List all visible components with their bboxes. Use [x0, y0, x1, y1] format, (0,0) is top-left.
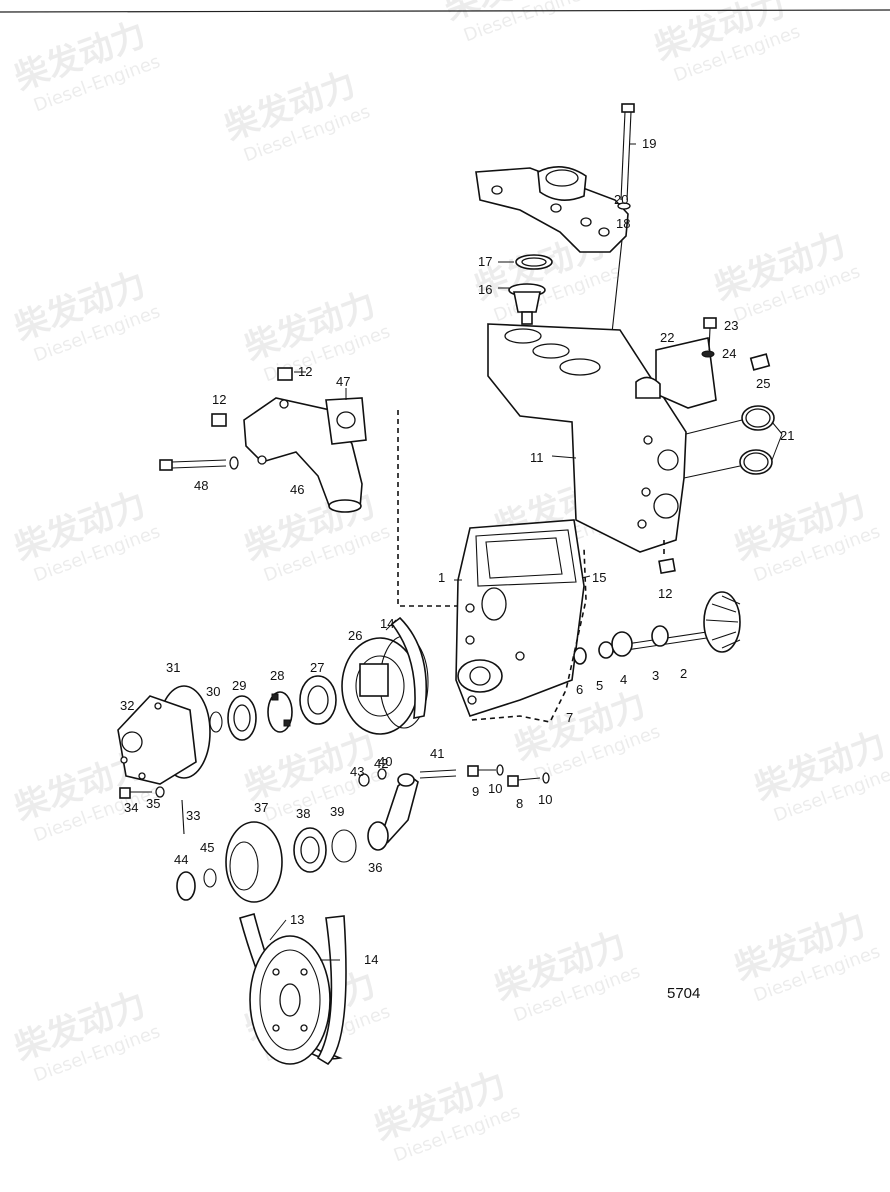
- callout-label: 30: [206, 684, 220, 699]
- water-pipe-bend-part: [243, 397, 367, 513]
- impeller-shaft-part: [573, 591, 741, 665]
- callout-label: 12: [212, 392, 226, 407]
- callout-label: 41: [430, 746, 444, 761]
- callout-label: 12: [298, 364, 312, 379]
- callout-label: 47: [336, 374, 350, 389]
- callout-label: 20: [614, 192, 628, 207]
- bolt-47-part: [159, 456, 239, 471]
- callout-label: 46: [290, 482, 304, 497]
- callout-label: 25: [756, 376, 770, 391]
- callout-label: 40: [378, 754, 392, 769]
- callout-label: 16: [478, 282, 492, 297]
- thermostat-part: [508, 283, 546, 325]
- callout-label: 17: [478, 254, 492, 269]
- plug-part: [277, 367, 293, 381]
- callout-label: 48: [194, 478, 208, 493]
- callout-label: 35: [146, 796, 160, 811]
- callout-label: 15: [592, 570, 606, 585]
- callout-label: 33: [186, 808, 200, 823]
- callout-label: 22: [660, 330, 674, 345]
- callout-label: 1: [438, 570, 445, 585]
- figure-number: 5704: [667, 985, 700, 1002]
- leader-lines: [269, 143, 783, 961]
- thermostat-cover-part: [475, 166, 629, 253]
- lower-pulley-part: [225, 821, 283, 903]
- callout-label: 36: [368, 860, 382, 875]
- callout-label: 45: [200, 840, 214, 855]
- callout-label: 4: [620, 672, 627, 687]
- seal-44-part: [176, 871, 196, 901]
- callout-label: 9: [472, 784, 479, 799]
- callout-label: 12: [658, 586, 672, 601]
- callout-label: 29: [232, 678, 246, 693]
- callout-label: 21: [780, 428, 794, 443]
- callout-label: 10: [488, 781, 502, 796]
- callout-label: 2: [680, 666, 687, 681]
- pulley-part: [341, 635, 429, 735]
- callout-label: 43: [350, 764, 364, 779]
- callout-label: 31: [166, 660, 180, 675]
- callout-label: 18: [616, 216, 630, 231]
- callout-label: 37: [254, 800, 268, 815]
- callout-label: 14: [364, 952, 378, 967]
- callout-label: 26: [348, 628, 362, 643]
- callout-label: 39: [330, 804, 344, 819]
- callout-label: 24: [722, 346, 736, 361]
- callout-label: 5: [596, 678, 603, 693]
- screw-part: [703, 317, 717, 329]
- crank-pulley-part: [239, 913, 347, 1066]
- callout-label: 44: [174, 852, 188, 867]
- gasket-part: [471, 547, 587, 723]
- callout-label: 23: [724, 318, 738, 333]
- callout-label: 14: [380, 616, 394, 631]
- bracket-part: [655, 337, 717, 409]
- callout-label: 8: [516, 796, 523, 811]
- callout-label: 34: [124, 800, 138, 815]
- callout-label: 13: [290, 912, 304, 927]
- belt-part: [390, 616, 427, 719]
- callout-label: 38: [296, 806, 310, 821]
- sheet-edge: [0, 9, 890, 13]
- callout-label: 7: [566, 710, 573, 725]
- callout-label: 6: [576, 682, 583, 697]
- callout-label: 11: [530, 450, 544, 465]
- callout-label: 28: [270, 668, 284, 683]
- callout-label: 42: [374, 756, 388, 771]
- callout-label: 10: [538, 792, 552, 807]
- callout-label: 3: [652, 668, 659, 683]
- callout-label: 19: [642, 136, 656, 151]
- circlip-30-part: [209, 711, 223, 733]
- callout-label: 27: [310, 660, 324, 675]
- pump-body-part: [117, 685, 211, 785]
- idler-arm-part: [367, 769, 457, 851]
- callout-label: 32: [120, 698, 134, 713]
